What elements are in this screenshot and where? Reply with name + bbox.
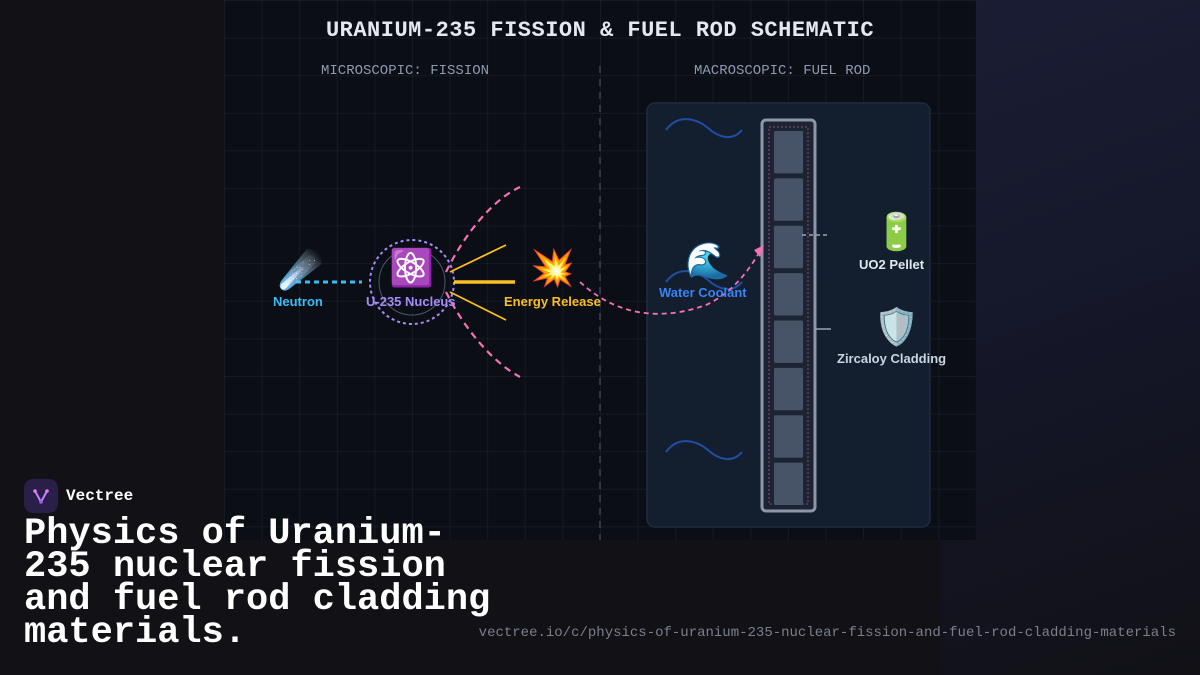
fuel-pellet [774,273,803,316]
fuel-pellet [774,320,803,363]
background-glow [940,0,1200,675]
water-coolant-label: Water Coolant [659,285,747,300]
coolant-wave-bottom [665,440,743,461]
diagram-title: URANIUM-235 FISSION & FUEL ROD SCHEMATIC [325,18,875,43]
energy-ray-lower [449,291,507,321]
diagram-panel: URANIUM-235 FISSION & FUEL ROD SCHEMATIC… [224,0,976,540]
nucleus-label: U-235 Nucleus [366,294,456,309]
comet-icon: ☄️ [278,249,323,290]
heat-transfer-arrowhead [754,245,764,257]
neutron-label: Neutron [273,294,323,309]
fuel-pellet [774,367,803,411]
diagram-graphics [296,66,931,540]
section-label-macroscopic: MACROSCOPIC: FUEL ROD [694,63,871,79]
fuel-pellet [774,462,803,505]
fuel-pellet-stack [774,131,803,505]
atom-icon: ⚛️ [389,247,434,288]
energy-ray-upper [449,244,507,273]
source-url: vectree.io/c/physics-of-uranium-235-nucl… [478,625,1176,641]
brand-name: Vectree [66,487,134,505]
brand: Vectree [24,479,133,513]
section-label-microscopic: MICROSCOPIC: FISSION [321,63,490,79]
fuel-pellet [774,131,803,174]
fission-fragment-path-upper [445,186,521,273]
zircaloy-cladding-label: Zircaloy Cladding [837,351,947,366]
fuel-pellet [774,415,803,458]
vectree-logo-icon [24,479,58,513]
fission-fragment-path-lower [445,291,521,378]
explosion-icon: 💥 [530,247,575,288]
shield-icon: 🛡️ [874,306,919,347]
battery-icon: 🔋 [874,211,919,252]
fuel-pellet [774,225,803,269]
uo2-pellet-label: UO2 Pellet [859,257,925,272]
heat-transfer-path [579,247,763,315]
page-headline: Physics of Uranium-235 nuclear fission a… [24,513,491,654]
nucleus-inner-ring [378,248,446,316]
fuel-pellet [774,178,803,221]
energy-release-label: Energy Release [504,294,601,309]
coolant-wave-top [665,118,743,139]
wave-icon: 🌊 [685,240,730,281]
